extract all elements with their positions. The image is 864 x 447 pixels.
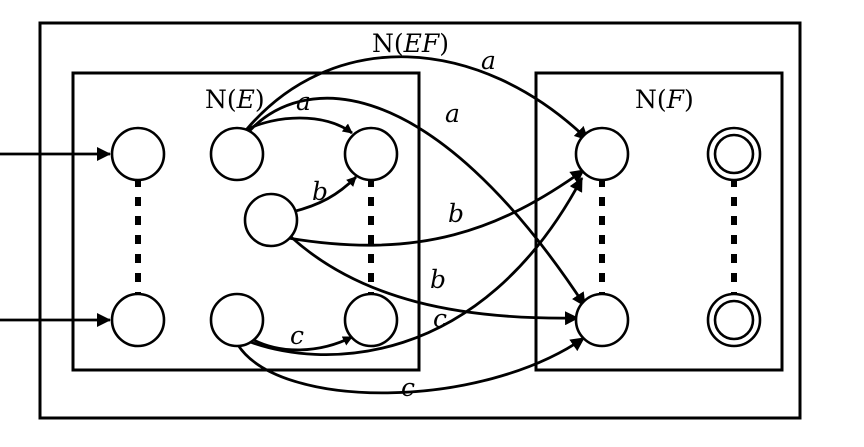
- edge-b-to-f-top: [287, 168, 585, 247]
- right-title: N(F): [635, 85, 694, 114]
- outer-title: N(EF): [372, 29, 449, 58]
- state-e-start-bottom: [110, 292, 166, 348]
- label-a-inner: a: [445, 99, 460, 128]
- state-f-start-top: [574, 126, 630, 182]
- state-e-final-top: [343, 126, 399, 182]
- right-box-nf: [534, 71, 784, 372]
- label-c-middle: c: [433, 304, 447, 333]
- edge-c-to-f-top: [244, 177, 584, 356]
- edge-a-to-f-bottom: [243, 96, 587, 307]
- label-c-bottom: c: [401, 373, 415, 402]
- outer-box-nef: [38, 21, 802, 420]
- left-title: N(E): [205, 85, 265, 114]
- edge-a-to-f-top: [240, 55, 589, 142]
- state-f-final-bottom: [706, 292, 762, 348]
- edge-b-local: [291, 176, 357, 214]
- state-e-a-source: [209, 126, 265, 182]
- state-f-start-bottom: [574, 292, 630, 348]
- state-e-b-source: [243, 192, 299, 248]
- label-a-local: a: [296, 87, 311, 116]
- edge-c-to-f-bottom: [236, 336, 585, 395]
- edge-c-local: [249, 335, 353, 352]
- state-e-start-top: [110, 126, 166, 182]
- state-e-c-source: [209, 292, 265, 348]
- state-f-final-top: [706, 126, 762, 182]
- label-b-local: b: [312, 177, 328, 206]
- label-b-lower: b: [430, 265, 446, 294]
- label-a-outer: a: [481, 46, 496, 75]
- label-b-upper: b: [448, 199, 464, 228]
- left-box-ne: [71, 71, 421, 372]
- label-c-local: c: [290, 321, 304, 350]
- state-e-final-bottom: [343, 292, 399, 348]
- edge-b-to-f-bottom: [289, 234, 579, 326]
